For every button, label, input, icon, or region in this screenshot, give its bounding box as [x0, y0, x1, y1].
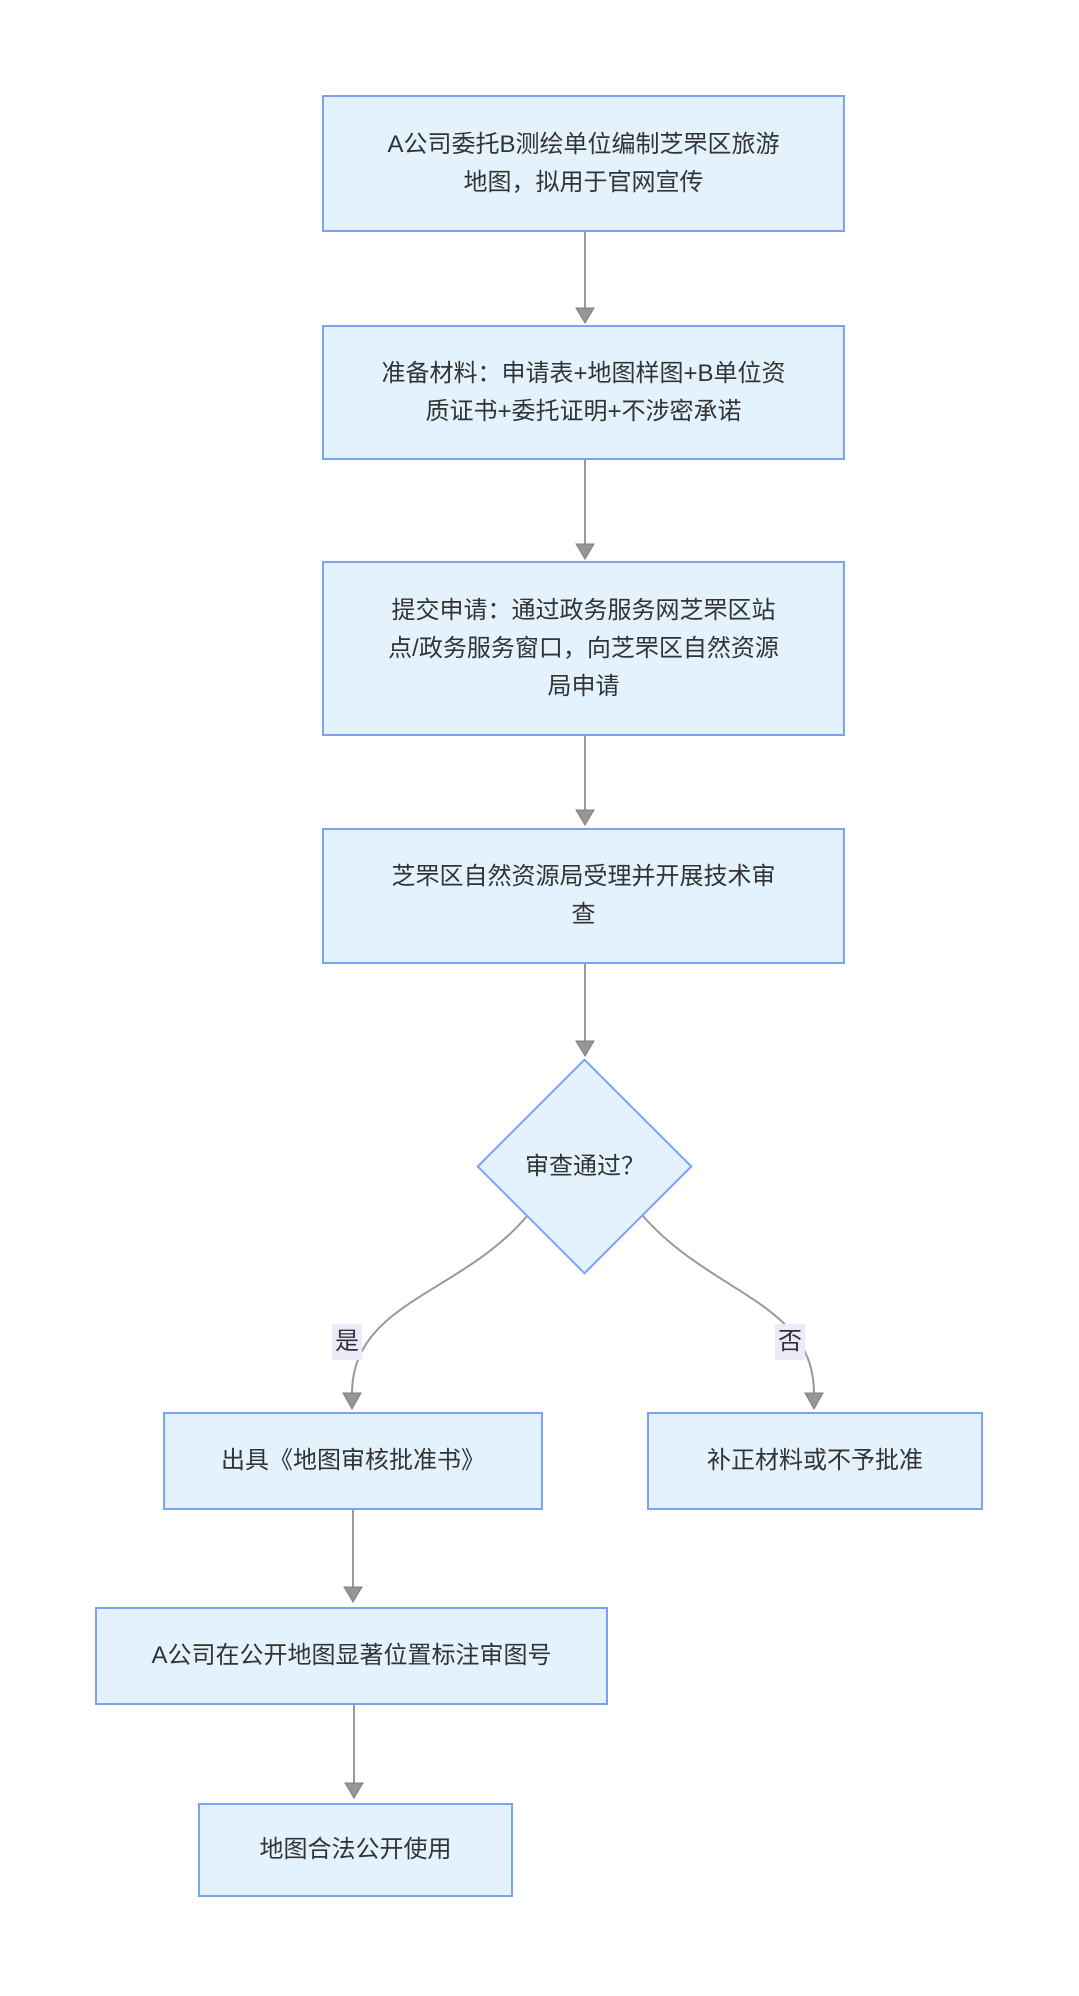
decision-review-passed-label: 审查通过？ [525, 1153, 645, 1180]
arrowhead-approve-to-mark [343, 1586, 363, 1603]
node-issue-approval-document: 出具《地图审核批准书》 [163, 1412, 543, 1510]
node-technical-review: 芝罘区自然资源局受理并开展技术审 查 [322, 828, 845, 964]
edge-label-yes: 是 [332, 1324, 362, 1360]
node-commission-map: A公司委托B测绘单位编制芝罘区旅游 地图，拟用于官网宣传 [322, 95, 845, 232]
arrow-decision-yes-line [351, 1215, 528, 1395]
node-correct-materials-or-reject: 补正材料或不予批准 [647, 1412, 983, 1510]
arrowhead-start-to-prepare [575, 307, 595, 324]
arrowhead-decision-yes [342, 1392, 362, 1411]
arrowhead-decision-no [804, 1392, 824, 1411]
node-mark-approval-number: A公司在公开地图显著位置标注审图号 [95, 1607, 608, 1705]
node-prepare-materials: 准备材料：申请表+地图样图+B单位资 质证书+委托证明+不涉密承诺 [322, 325, 845, 460]
edge-label-no: 否 [775, 1324, 805, 1360]
node-submit-application: 提交申请：通过政务服务网芝罘区站 点/政务服务窗口，向芝罘区自然资源 局申请 [322, 561, 845, 736]
arrowhead-review-to-decision [575, 1040, 595, 1057]
arrowhead-mark-to-use [344, 1782, 364, 1799]
arrowhead-prepare-to-submit [575, 543, 595, 560]
node-legal-public-use: 地图合法公开使用 [198, 1803, 513, 1897]
arrow-decision-no-line [642, 1215, 815, 1395]
arrowhead-submit-to-review [575, 809, 595, 826]
